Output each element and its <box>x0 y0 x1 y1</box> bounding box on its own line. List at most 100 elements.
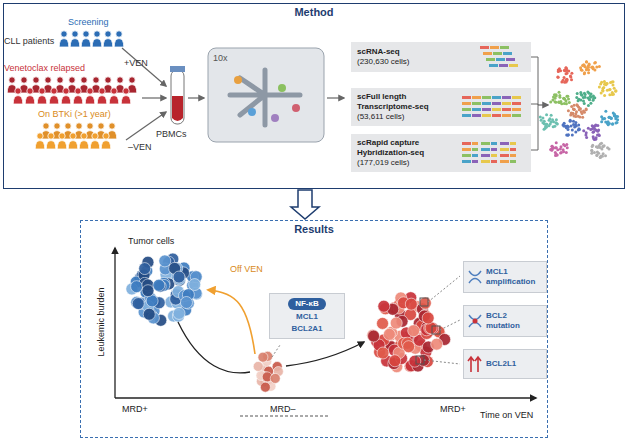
umap-dot <box>575 124 578 127</box>
umap-dot <box>601 87 604 90</box>
cell <box>390 317 402 329</box>
umap-dot <box>605 83 608 86</box>
person-head <box>98 123 104 129</box>
umap-dot <box>570 72 573 75</box>
umap-dot <box>571 112 574 115</box>
figure-label: Venetoclax relapsed <box>4 63 85 74</box>
person-body <box>73 96 83 104</box>
off-ven-arrow <box>208 290 255 354</box>
umap-dot <box>582 129 585 132</box>
person-head <box>81 77 87 83</box>
read-segment <box>510 154 516 157</box>
umap-dot <box>580 93 583 96</box>
person-head <box>87 123 93 129</box>
umap-dot <box>559 151 562 154</box>
cell <box>377 347 389 359</box>
umap-dot <box>573 108 576 111</box>
figure-label: MRD+ <box>440 404 466 415</box>
umap-dot <box>600 142 603 145</box>
box-icon <box>467 354 483 374</box>
umap-dot <box>603 144 606 147</box>
read-segment <box>491 142 497 145</box>
read-segment <box>502 96 511 99</box>
read-segment <box>472 108 481 111</box>
umap-dot <box>608 88 611 91</box>
umap-dot <box>558 94 561 97</box>
umap-dot <box>559 69 562 72</box>
read-segment <box>509 64 518 67</box>
umap-dot <box>569 75 572 78</box>
person-head <box>37 133 43 139</box>
umap-dot <box>565 78 568 81</box>
umap-dot <box>541 121 544 124</box>
person-body <box>85 96 95 104</box>
figure-label: –VEN <box>128 142 152 153</box>
umap-dot <box>567 125 570 128</box>
figure-label: Leukemic burden <box>96 287 107 356</box>
bead <box>271 114 279 122</box>
umap-dot <box>545 113 548 116</box>
person-body <box>92 39 102 47</box>
umap-dot <box>598 85 601 88</box>
read-segment <box>483 52 492 55</box>
read-segment <box>472 114 481 117</box>
person-head <box>81 133 87 139</box>
umap-dot <box>596 130 599 133</box>
box-text: MCL1 <box>296 312 318 322</box>
trajectory <box>178 322 250 373</box>
person-head <box>93 77 99 83</box>
umap-dot <box>556 153 559 156</box>
umap-dot <box>573 108 576 111</box>
person-body <box>70 39 80 47</box>
umap-dot <box>577 127 580 130</box>
umap-dot <box>608 148 611 151</box>
person-body <box>101 141 111 149</box>
result-box: BCL2 mutation <box>463 305 547 337</box>
umap-dot <box>560 151 563 154</box>
read-segment <box>502 108 511 111</box>
person-body <box>79 141 89 149</box>
umap-dot <box>585 108 588 111</box>
person-head <box>69 77 75 83</box>
umap-dot <box>588 97 591 100</box>
umap-dot <box>556 148 559 151</box>
person-head <box>54 123 60 129</box>
umap-dot <box>595 153 598 156</box>
read-segment <box>500 154 509 157</box>
umap-dot <box>594 124 597 127</box>
umap-dot <box>557 100 560 103</box>
umap-dot <box>567 70 570 73</box>
umap-dot <box>616 118 619 121</box>
umap-dot <box>587 127 590 130</box>
umap-dot <box>562 97 565 100</box>
umap-dot <box>589 95 592 98</box>
person-body <box>103 39 113 47</box>
read-segment <box>481 154 490 157</box>
umap-dot <box>552 125 555 128</box>
umap-dot <box>590 149 593 152</box>
umap-dot <box>583 65 586 68</box>
umap-dot <box>600 92 603 95</box>
umap-dot <box>588 98 591 101</box>
umap-dot <box>593 61 596 64</box>
umap-dot <box>560 81 563 84</box>
cell <box>405 298 417 310</box>
mrd-dash <box>240 416 330 417</box>
dna-icon <box>469 271 481 283</box>
flow-arrow <box>142 97 166 98</box>
person-head <box>75 88 81 94</box>
umap-dot <box>565 151 568 154</box>
person-body <box>121 96 131 104</box>
read-bars <box>460 140 526 166</box>
umap-dot <box>563 144 566 147</box>
umap-dot <box>558 91 561 94</box>
read-segment <box>472 102 481 105</box>
umap-dot <box>539 115 542 118</box>
read-segment <box>472 160 478 163</box>
read-segment <box>489 64 498 67</box>
umap-dot <box>554 121 557 124</box>
umap-dot <box>607 120 610 123</box>
umap-dot <box>602 86 605 89</box>
umap-dot <box>603 94 606 97</box>
dna-icon <box>469 315 481 327</box>
